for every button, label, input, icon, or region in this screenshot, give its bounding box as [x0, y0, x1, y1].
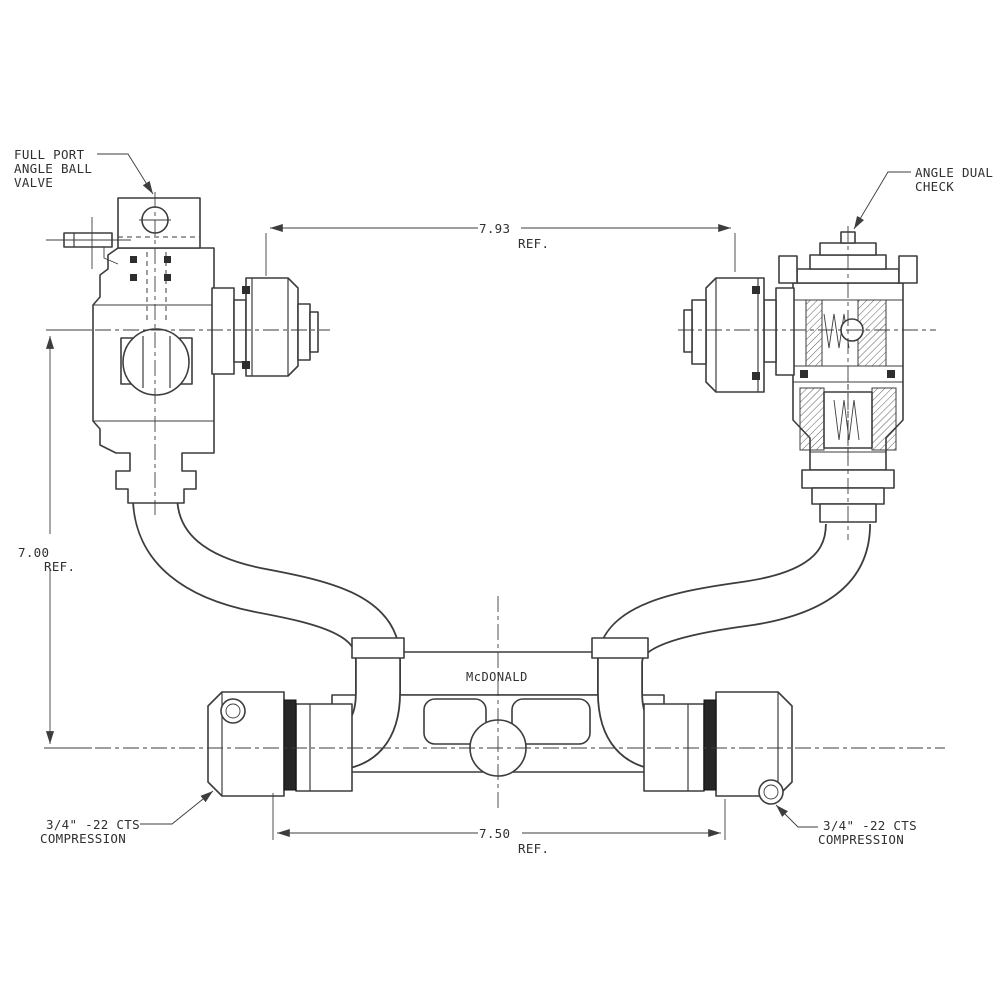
- callout-line: 3/4" -22 CTS: [823, 818, 917, 833]
- callout-line: FULL PORT: [14, 147, 85, 162]
- dimension-bottom: 7.50 REF.: [272, 793, 726, 856]
- meter-nut: [245, 277, 299, 377]
- dim-left-value: 7.00: [18, 545, 49, 560]
- fitting-body: [295, 703, 353, 792]
- dimension-top: 7.93 REF.: [265, 221, 736, 276]
- compression-nut: [207, 691, 285, 797]
- brand-text: McDONALD: [466, 670, 528, 684]
- leader-line: [97, 153, 154, 195]
- check-spring: [833, 399, 860, 441]
- left-riser-tube: [132, 494, 401, 771]
- valve-ball: [122, 328, 190, 396]
- callout-right-compression: 3/4" -22 CTS COMPRESSION: [775, 804, 917, 847]
- dimension-left: 7.00 REF.: [18, 329, 92, 749]
- callout-line: 3/4" -22 CTS: [46, 817, 140, 832]
- check-spring: [823, 313, 850, 349]
- callout-line: ANGLE DUAL: [915, 165, 993, 180]
- fitting-body: [643, 703, 705, 792]
- outlet-flange: [211, 287, 235, 375]
- callout-line: COMPRESSION: [818, 832, 904, 847]
- inlet-neck: [763, 299, 777, 363]
- leader-line: [140, 790, 214, 825]
- section-hatch: [805, 299, 823, 367]
- gasket-band: [283, 699, 297, 791]
- section-hatch: [871, 387, 897, 451]
- right-compression-fitting: [643, 691, 793, 805]
- right-tube-collar: [591, 637, 649, 659]
- callout-line: CHECK: [915, 179, 954, 194]
- nut-hole-detail: [220, 698, 246, 724]
- callout-left-compression: 3/4" -22 CTS COMPRESSION: [40, 790, 214, 846]
- callout-line: VALVE: [14, 175, 53, 190]
- section-hatch: [799, 387, 825, 451]
- nut-hole-detail: [758, 779, 784, 805]
- callout-full-port-angle-ball-valve: FULL PORT ANGLE BALL VALVE: [14, 147, 154, 195]
- bar-cutout-right: [511, 698, 591, 745]
- leader-line: [853, 171, 911, 230]
- dim-top-value: 7.93: [479, 221, 510, 236]
- meter-nut-ring: [691, 299, 707, 365]
- meter-tail: [683, 309, 693, 353]
- meter-nut-ring: [297, 303, 311, 361]
- left-ball-valve: [46, 197, 319, 504]
- callout-angle-dual-check: ANGLE DUAL CHECK: [853, 165, 993, 230]
- left-tube-collar: [351, 637, 405, 659]
- dim-left-ref: REF.: [44, 559, 75, 574]
- compression-nut: [715, 691, 793, 797]
- callout-line: COMPRESSION: [40, 831, 126, 846]
- outlet-neck: [233, 299, 247, 363]
- right-riser-tube: [597, 522, 871, 771]
- dim-top-ref: REF.: [518, 236, 549, 251]
- callout-line: ANGLE BALL: [14, 161, 92, 176]
- centerlines: [95, 192, 945, 810]
- left-compression-fitting: [207, 691, 353, 797]
- gasket-band: [703, 699, 717, 791]
- leader-line: [775, 804, 818, 828]
- meter-tail: [309, 311, 319, 353]
- right-dual-check-valve: [683, 231, 918, 523]
- inlet-flange: [775, 287, 795, 376]
- dim-bottom-value: 7.50: [479, 826, 510, 841]
- bar-cutout-left: [423, 698, 487, 745]
- dim-bottom-ref: REF.: [518, 841, 549, 856]
- body-ear-left: [778, 255, 798, 284]
- body-ear-right: [898, 255, 918, 284]
